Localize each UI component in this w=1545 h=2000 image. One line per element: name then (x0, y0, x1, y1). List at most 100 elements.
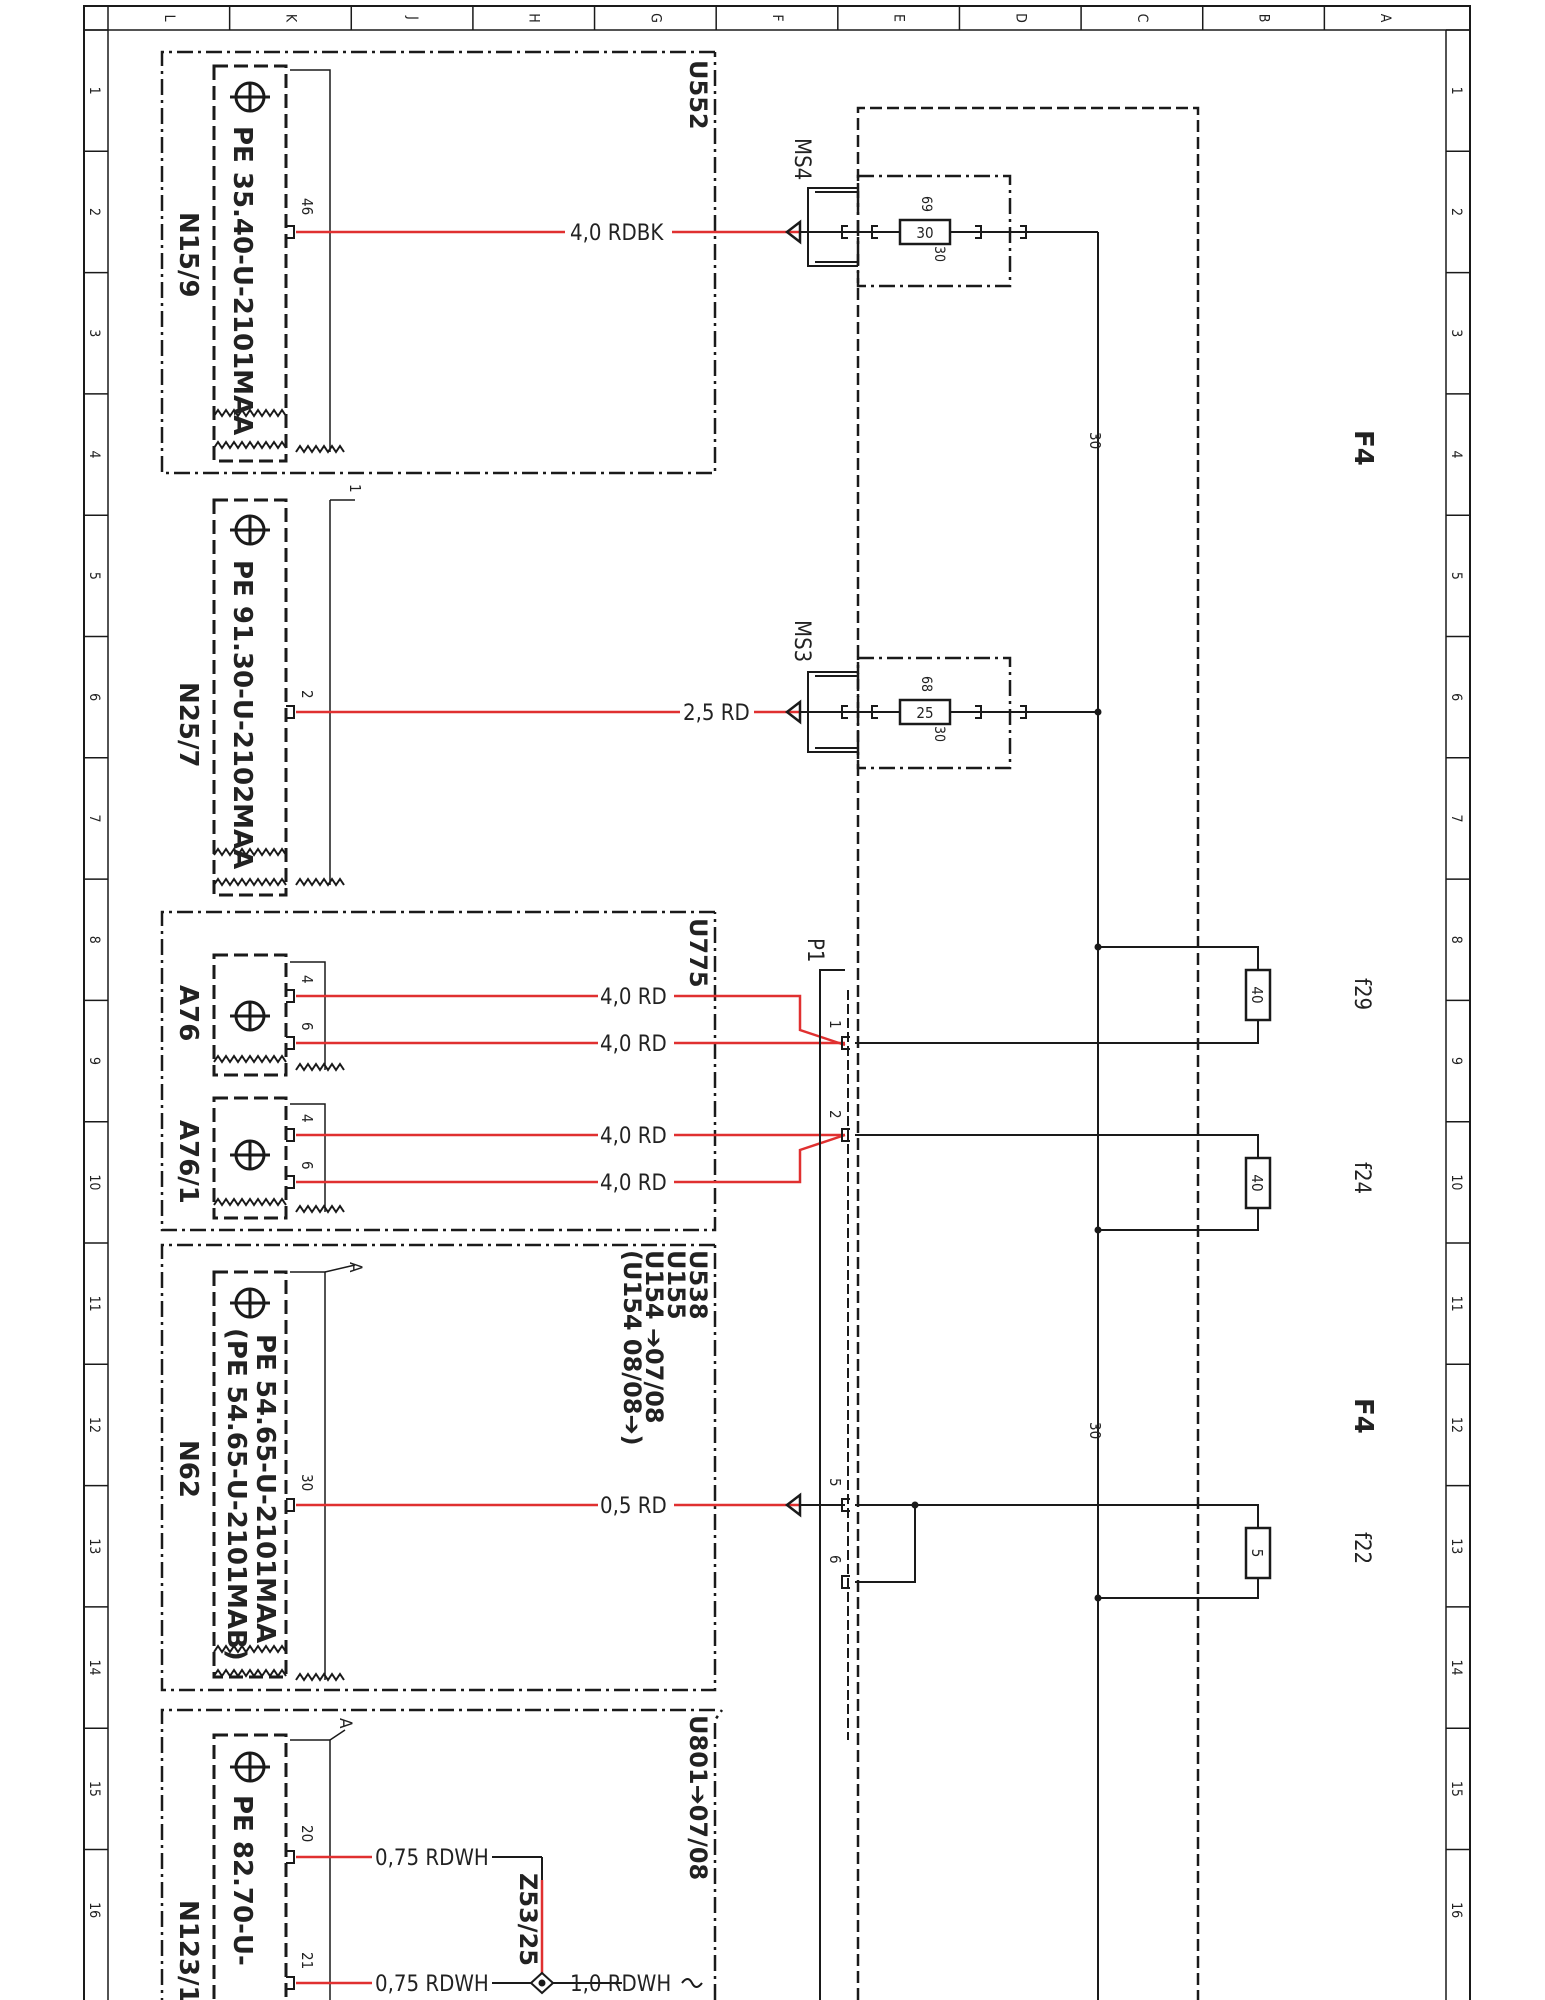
wire-label-w7: 0,5 RD (600, 1494, 667, 1519)
column-label: J (404, 15, 420, 20)
module-outlines (160, 50, 1200, 2000)
row-label: 15 (1448, 1781, 1464, 1797)
row-label: 14 (86, 1660, 102, 1676)
u538-label: U538 (684, 1250, 712, 1320)
pin-n25-1: 1 (346, 484, 364, 493)
row-label: 3 (86, 329, 102, 337)
fuses (898, 218, 1272, 1580)
a76-name: A76 (173, 985, 203, 1041)
n25-7-name: N25/7 (173, 682, 203, 768)
row-label: 10 (1448, 1174, 1464, 1190)
wire-label-w3: 4,0 RD (600, 985, 667, 1010)
pin-n123-20: 20 (298, 1825, 316, 1842)
n62-pe1: PE 54.65-U-2101MAA (250, 1334, 280, 1643)
row-label: 14 (1448, 1660, 1464, 1676)
row-label: 4 (1448, 451, 1464, 459)
u775-label: U775 (684, 918, 712, 988)
device-symbols (230, 81, 270, 1783)
n25-7-pe: PE 91.30-U-2102MAA (227, 560, 257, 869)
row-label: 2 (86, 208, 102, 216)
fuse-f22 (1244, 1526, 1272, 1580)
pin-a761-6: 6 (298, 1161, 316, 1170)
a76-1-symbol (230, 1139, 270, 1171)
ms3-label: MS3 (789, 620, 814, 662)
terminals (286, 225, 1027, 1990)
bus-30-b: 30 (1086, 1422, 1104, 1439)
pin-ms4-69: 69 (918, 196, 934, 212)
row-label: 4 (86, 451, 102, 459)
ms4-bracket (807, 187, 858, 267)
f29-label: f29 (1349, 978, 1374, 1010)
z53-25-junction (529, 1971, 703, 1995)
a76-1-name: A76/1 (173, 1120, 203, 1204)
u154-label-a: U154 ➔07/08 (640, 1250, 668, 1424)
pin-n15-46: 46 (298, 198, 316, 215)
row-label: 9 (1448, 1057, 1464, 1065)
n123-1-name: N123/1 (173, 1900, 203, 2000)
u155-label: U155 (662, 1250, 690, 1320)
n15-9-symbol (230, 81, 270, 113)
fuse-f29-value: 40 (1248, 986, 1266, 1003)
frame (83, 5, 1471, 2000)
wire-label-w1: 4,0 RDBK (570, 221, 664, 246)
pin-a761-4: 4 (298, 1114, 316, 1123)
row-label: 16 (1448, 1902, 1464, 1918)
wire-label-w4: 4,0 RD (600, 1032, 667, 1057)
junction-dots (911, 708, 1102, 1602)
row-label: 8 (1448, 936, 1464, 944)
pin-ms4-30: 30 (931, 246, 947, 262)
row-label: 9 (86, 1057, 102, 1065)
pin-a76-6: 6 (298, 1022, 316, 1031)
pin-p1-6: 6 (826, 1555, 844, 1564)
row-label: 16 (86, 1902, 102, 1918)
n123-1-pe: PE 82.70-U- (227, 1795, 257, 1966)
row-label: 12 (1448, 1417, 1464, 1433)
ms4-label: MS4 (789, 138, 814, 180)
fuse-ms3 (898, 698, 952, 726)
f24-label: f24 (1349, 1162, 1374, 1194)
row-label: 7 (1448, 814, 1464, 822)
row-label: 5 (86, 572, 102, 580)
u552-label: U552 (684, 60, 712, 130)
fuse-f24-value: 40 (1248, 1174, 1266, 1191)
wire-label-w9: 0,75 RDWH (375, 1972, 489, 1997)
fuse-ms4-value: 30 (916, 224, 933, 242)
f4-bottom-label: F4 (1348, 1398, 1378, 1434)
wire-label-w6: 4,0 RD (600, 1171, 667, 1196)
bus-30-a: 30 (1086, 432, 1104, 449)
column-label: C (1134, 14, 1150, 23)
row-label: 13 (86, 1538, 102, 1554)
device-connector-lines (290, 69, 356, 2000)
column-label: K (282, 14, 298, 23)
row-label: 11 (1448, 1296, 1464, 1312)
fuse-ms3-value: 25 (916, 704, 933, 722)
row-label: 6 (1448, 693, 1464, 701)
pin-n62-a: A (345, 1262, 365, 1273)
row-label: 2 (1448, 208, 1464, 216)
pin-n123-21: 21 (298, 1952, 316, 1969)
row-label: 12 (86, 1417, 102, 1433)
f22-label: f22 (1349, 1532, 1374, 1564)
break-symbols (213, 408, 345, 1682)
n25-7-symbol (230, 514, 270, 546)
row-label: 6 (86, 693, 102, 701)
column-label: H (526, 13, 542, 22)
column-label: F (769, 14, 785, 21)
column-label: L (161, 14, 177, 21)
wire-a76-1-6-b (674, 1133, 846, 1184)
pin-p1-1: 1 (826, 1020, 844, 1029)
row-label: 1 (86, 87, 102, 95)
u154-label-b: (U154 08/08➔) (618, 1250, 646, 1446)
n15-9-name: N15/9 (173, 212, 203, 298)
wire-label-w8: 0,75 RDWH (375, 1846, 489, 1871)
column-label: E (891, 14, 907, 22)
pin-n25-2: 2 (298, 690, 316, 699)
pin-n62-30: 30 (298, 1474, 316, 1491)
row-label: 5 (1448, 572, 1464, 580)
row-label: 3 (1448, 329, 1464, 337)
pin-ms3-68: 68 (918, 676, 934, 692)
black-wires (492, 231, 1259, 2000)
